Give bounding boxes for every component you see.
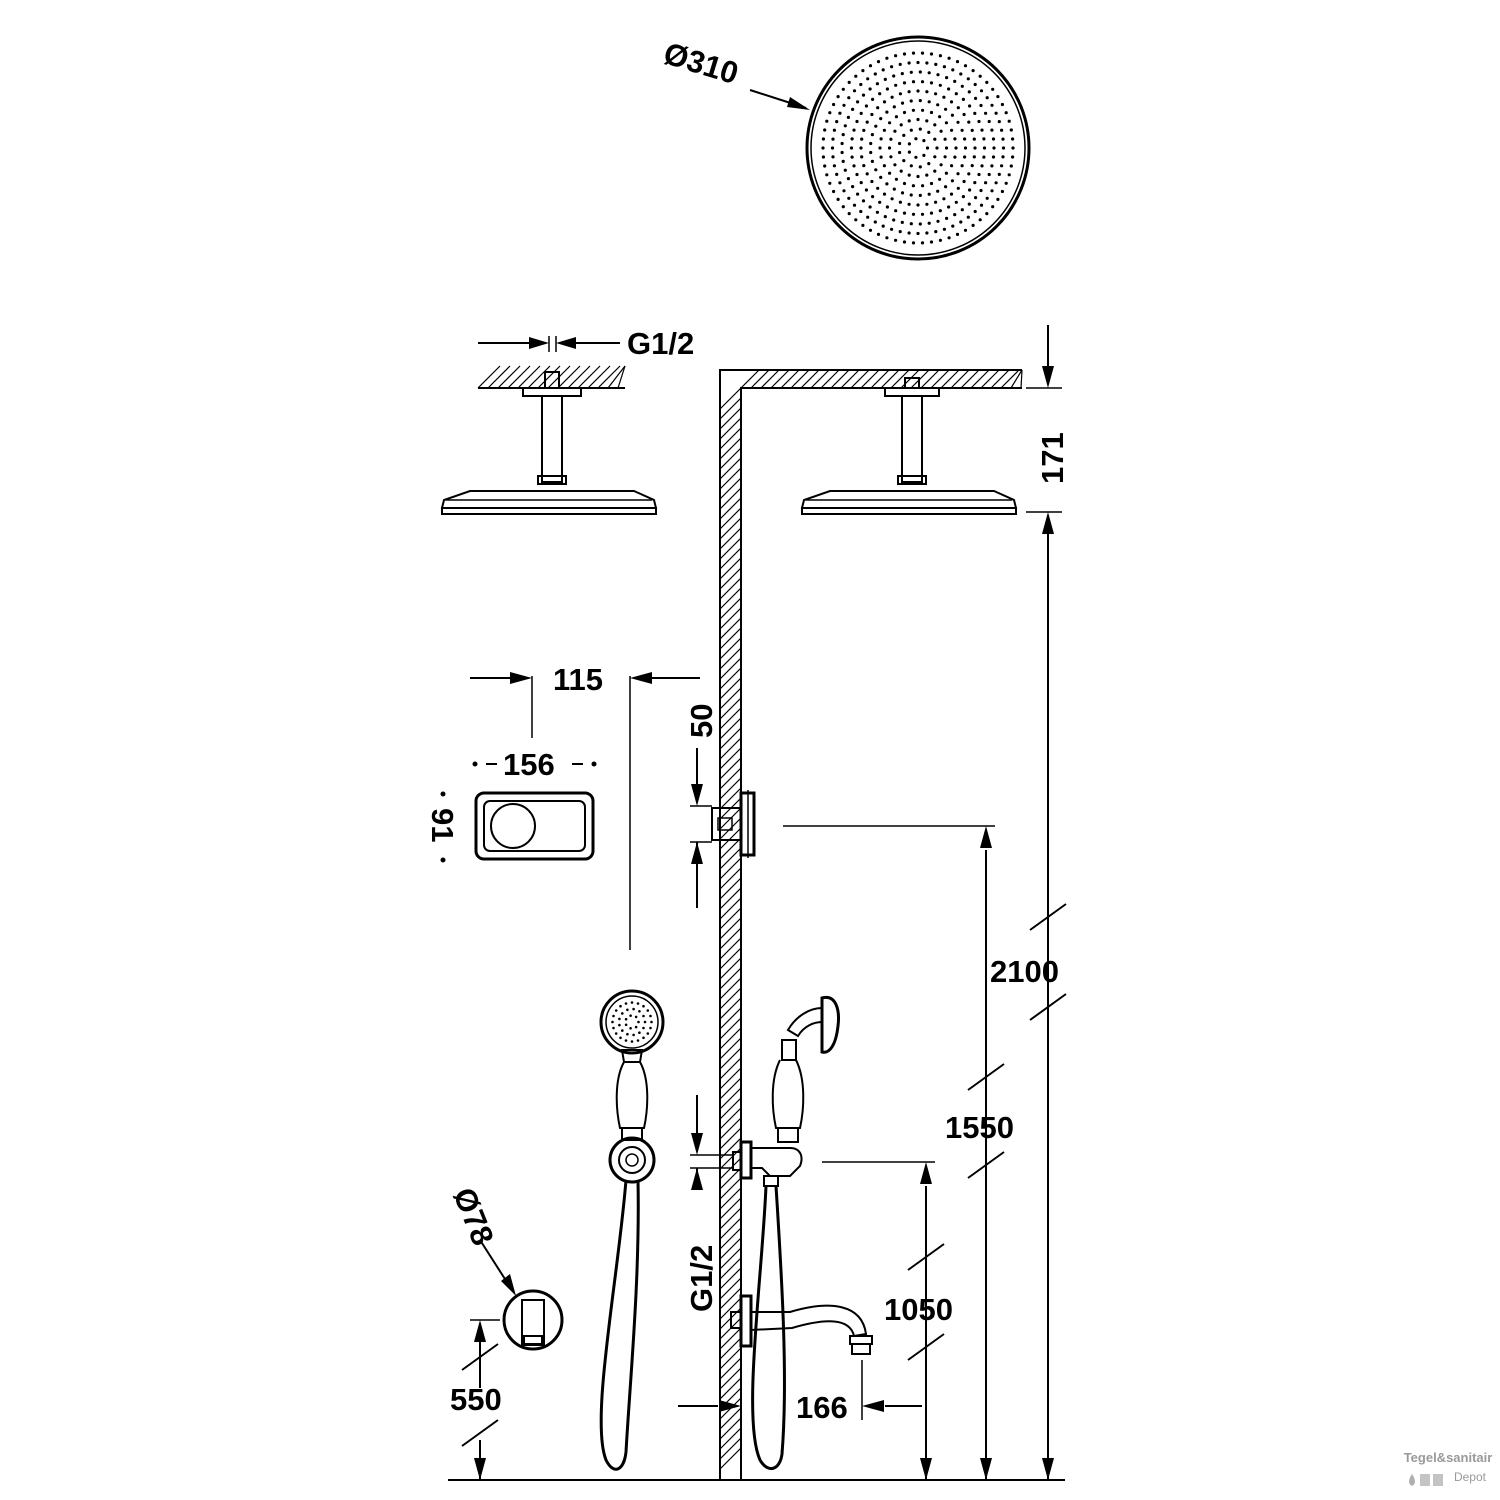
wall-section <box>448 369 1065 1481</box>
ceiling-detail-left <box>440 336 658 515</box>
shower-head-height-label: 2100 <box>990 954 1059 989</box>
wall-outlet-assembly <box>678 995 935 1470</box>
watermark-icon <box>1409 1474 1443 1486</box>
dim-171 <box>1026 325 1062 534</box>
valve-front-view <box>440 672 700 950</box>
handle-height-label: 550 <box>450 1382 502 1417</box>
ceiling-arm-height-label: 171 <box>1035 432 1070 484</box>
shower-head-top-view <box>749 35 1031 261</box>
spout-projection-label: 166 <box>796 1390 848 1425</box>
valve-plate-width-label: 156 <box>503 747 555 782</box>
dim-1550 <box>967 826 1005 1480</box>
watermark-brand: Tegel&sanitair <box>1403 1450 1493 1465</box>
hand-shower-front <box>599 989 665 1471</box>
ceiling-shower-assembly <box>800 377 1018 515</box>
wall-outlet-thread-label: G1/2 <box>684 1245 719 1312</box>
valve-side-view <box>690 748 995 908</box>
wall-outlet-height-label: 1050 <box>884 1292 953 1327</box>
shower-head-diameter-label: Ø310 <box>660 36 743 92</box>
ceiling-thread-label: G1/2 <box>627 326 694 361</box>
diverter-handle <box>461 1239 564 1480</box>
valve-depth-label: 50 <box>684 704 719 738</box>
dim-2100 <box>1029 534 1067 1480</box>
valve-offset-width-label: 115 <box>553 662 603 697</box>
valve-plate-height-label: 91 <box>425 808 460 842</box>
handle-diameter-label: Ø78 <box>446 1183 500 1250</box>
dim-1050 <box>907 1162 945 1480</box>
watermark-sub: Depot <box>1453 1470 1486 1484</box>
watermark-logo: Tegel&sanitair Depot <box>1402 1450 1494 1498</box>
valve-height-label: 1550 <box>945 1110 1014 1145</box>
